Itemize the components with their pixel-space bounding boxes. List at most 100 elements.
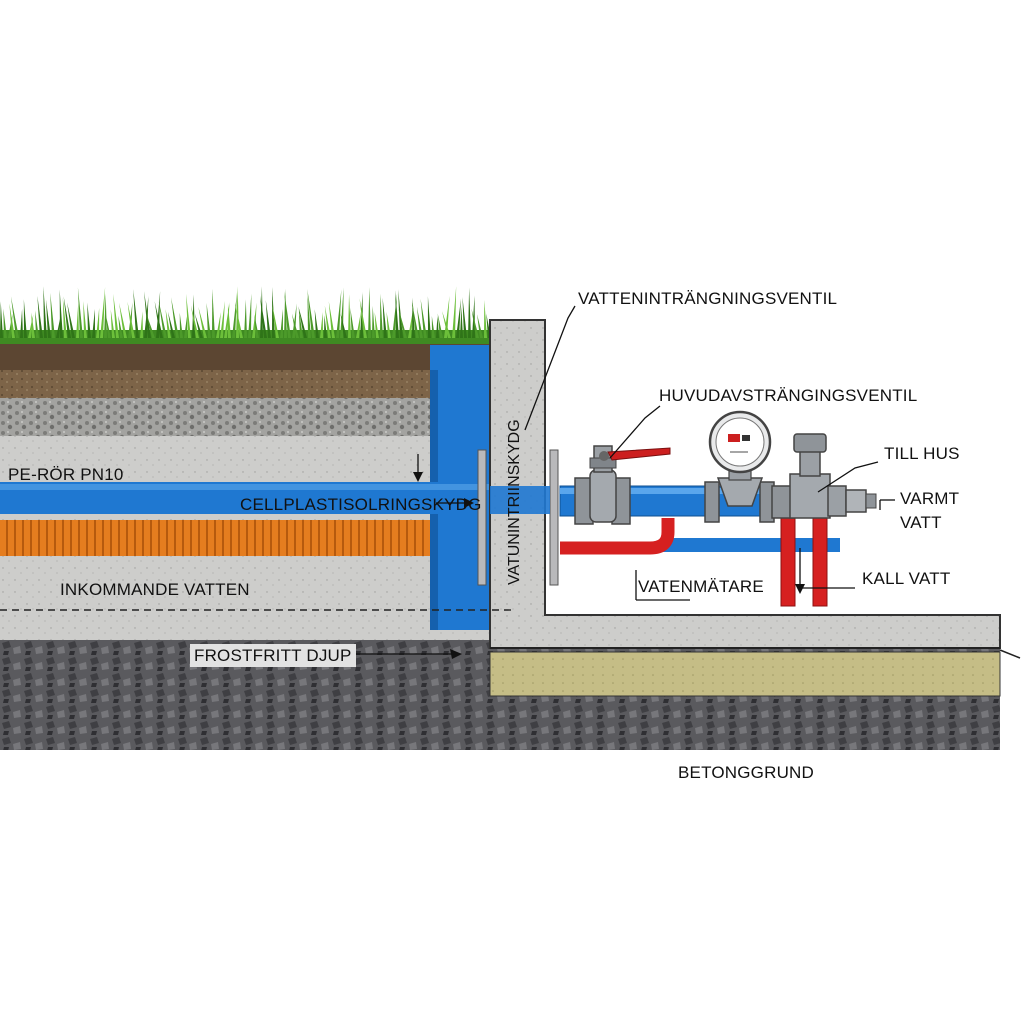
grass-blade — [232, 292, 237, 338]
grass-blade — [298, 306, 307, 338]
label-varmt: VARMT — [900, 489, 960, 508]
grass-blade — [10, 296, 19, 338]
topsoil-layer — [0, 340, 490, 370]
grass-blade — [140, 311, 143, 338]
grass-blade — [456, 298, 461, 338]
label-kall-vatt: KALL VATT — [862, 569, 951, 588]
grass-blade — [220, 301, 225, 338]
grass-blade — [206, 302, 211, 338]
grass-blade — [110, 309, 115, 338]
grass-blade — [380, 293, 383, 338]
grass-blade — [87, 302, 91, 338]
grass-blade — [468, 287, 471, 338]
grass-blade — [398, 308, 407, 338]
grass-blade — [260, 286, 263, 338]
grass-blade — [484, 300, 487, 338]
grass-blade — [43, 286, 47, 338]
outer-flange — [477, 449, 487, 586]
grass-blade — [146, 313, 155, 338]
label-inkommande-vatten: INKOMMANDE VATTEN — [60, 580, 250, 599]
grass-blade — [411, 302, 419, 338]
water-ingress-valve-assembly — [771, 433, 877, 519]
grass-blade — [427, 296, 431, 338]
grass-blade — [62, 297, 67, 338]
grass-blade — [212, 288, 215, 338]
grass-blade — [133, 289, 139, 338]
wall-pipe-through — [490, 486, 550, 514]
grass-blade — [186, 293, 191, 338]
leader-huvudavstängningsventil — [609, 405, 661, 459]
label-vatteninträngningsventil: VATTENINTRÄNGNINGSVENTIL — [578, 289, 838, 308]
subsoil-layer — [0, 370, 490, 400]
grass-blade — [416, 306, 423, 338]
label-pe-ror: PE-RÖR PN10 — [8, 465, 124, 484]
grass-blade — [452, 286, 457, 338]
main-shutoff-valve[interactable] — [574, 445, 671, 525]
grass-blade — [100, 286, 106, 338]
grass-blade — [420, 298, 427, 338]
grass-blade — [9, 303, 15, 338]
hot-red-pipe — [560, 518, 675, 555]
grass-blade — [118, 315, 123, 338]
grass-blade — [227, 303, 231, 338]
grass-blade — [31, 312, 35, 338]
label-huvudavstängningsventil: HUVUDAVSTRÄNGINGSVENTIL — [659, 386, 918, 405]
grass-blade — [190, 305, 199, 338]
label-vatenmätare: VATENMÄTARE — [638, 577, 764, 596]
grass-blade — [356, 311, 362, 338]
grass-blade — [37, 295, 43, 338]
grass-blade — [45, 299, 51, 338]
grass-blade — [244, 299, 247, 338]
grass-blade — [444, 295, 450, 338]
inner-flange — [549, 449, 559, 586]
grass-blade — [374, 312, 379, 338]
grass-blade — [265, 300, 271, 338]
grass-blade — [340, 313, 347, 338]
grass-blade — [284, 291, 291, 338]
grass-blade — [260, 295, 267, 338]
grass-blade — [386, 311, 391, 338]
grass-blade — [67, 302, 75, 338]
grass-blade — [292, 303, 297, 338]
grass-blade — [307, 288, 315, 338]
grass-blade — [471, 308, 479, 338]
grass-blade — [254, 314, 259, 338]
grass-blade — [59, 289, 63, 338]
grass-blade — [0, 301, 3, 338]
leader-vatteninträngningsventil — [524, 305, 576, 431]
grass-blade — [113, 293, 119, 338]
grass-blade — [248, 293, 252, 338]
grass-blade — [194, 313, 203, 338]
grass-blade — [336, 289, 342, 338]
grass-blade — [50, 292, 55, 338]
label-till-hus: TILL HUS — [884, 444, 960, 463]
grass-blade — [320, 312, 323, 338]
grass-blade — [284, 288, 287, 338]
grass-blade — [348, 294, 351, 338]
label-wall-vertical: VATUNINTRIINSKYDG — [506, 419, 523, 585]
insulation-sleeve — [0, 520, 430, 556]
grass-blade — [436, 315, 439, 338]
grass-blade — [167, 311, 175, 338]
grass-blade — [23, 299, 27, 338]
grass-blade — [324, 315, 327, 338]
grass-blade — [272, 304, 279, 338]
grass-blade — [76, 303, 79, 338]
grass-blade — [198, 306, 207, 338]
grass-blade — [77, 287, 83, 338]
grass-blade — [165, 309, 171, 338]
label-betonggrund: BETONGGRUND — [678, 763, 815, 782]
red-riser-right — [812, 511, 828, 607]
grass-blade — [382, 297, 387, 338]
label-cellplast: CELLPLASTISOLRINGSKYDG — [240, 495, 482, 514]
grass-blade — [104, 293, 107, 338]
grass-blade — [184, 315, 188, 338]
grass-blade — [368, 287, 371, 338]
grass-blade — [442, 310, 451, 338]
label-vatt: VATT — [900, 513, 942, 532]
grass-blade — [350, 307, 355, 338]
grass-blade — [3, 308, 7, 338]
grass-blade — [105, 315, 111, 338]
grass-blade — [314, 309, 319, 338]
grass — [0, 286, 491, 344]
